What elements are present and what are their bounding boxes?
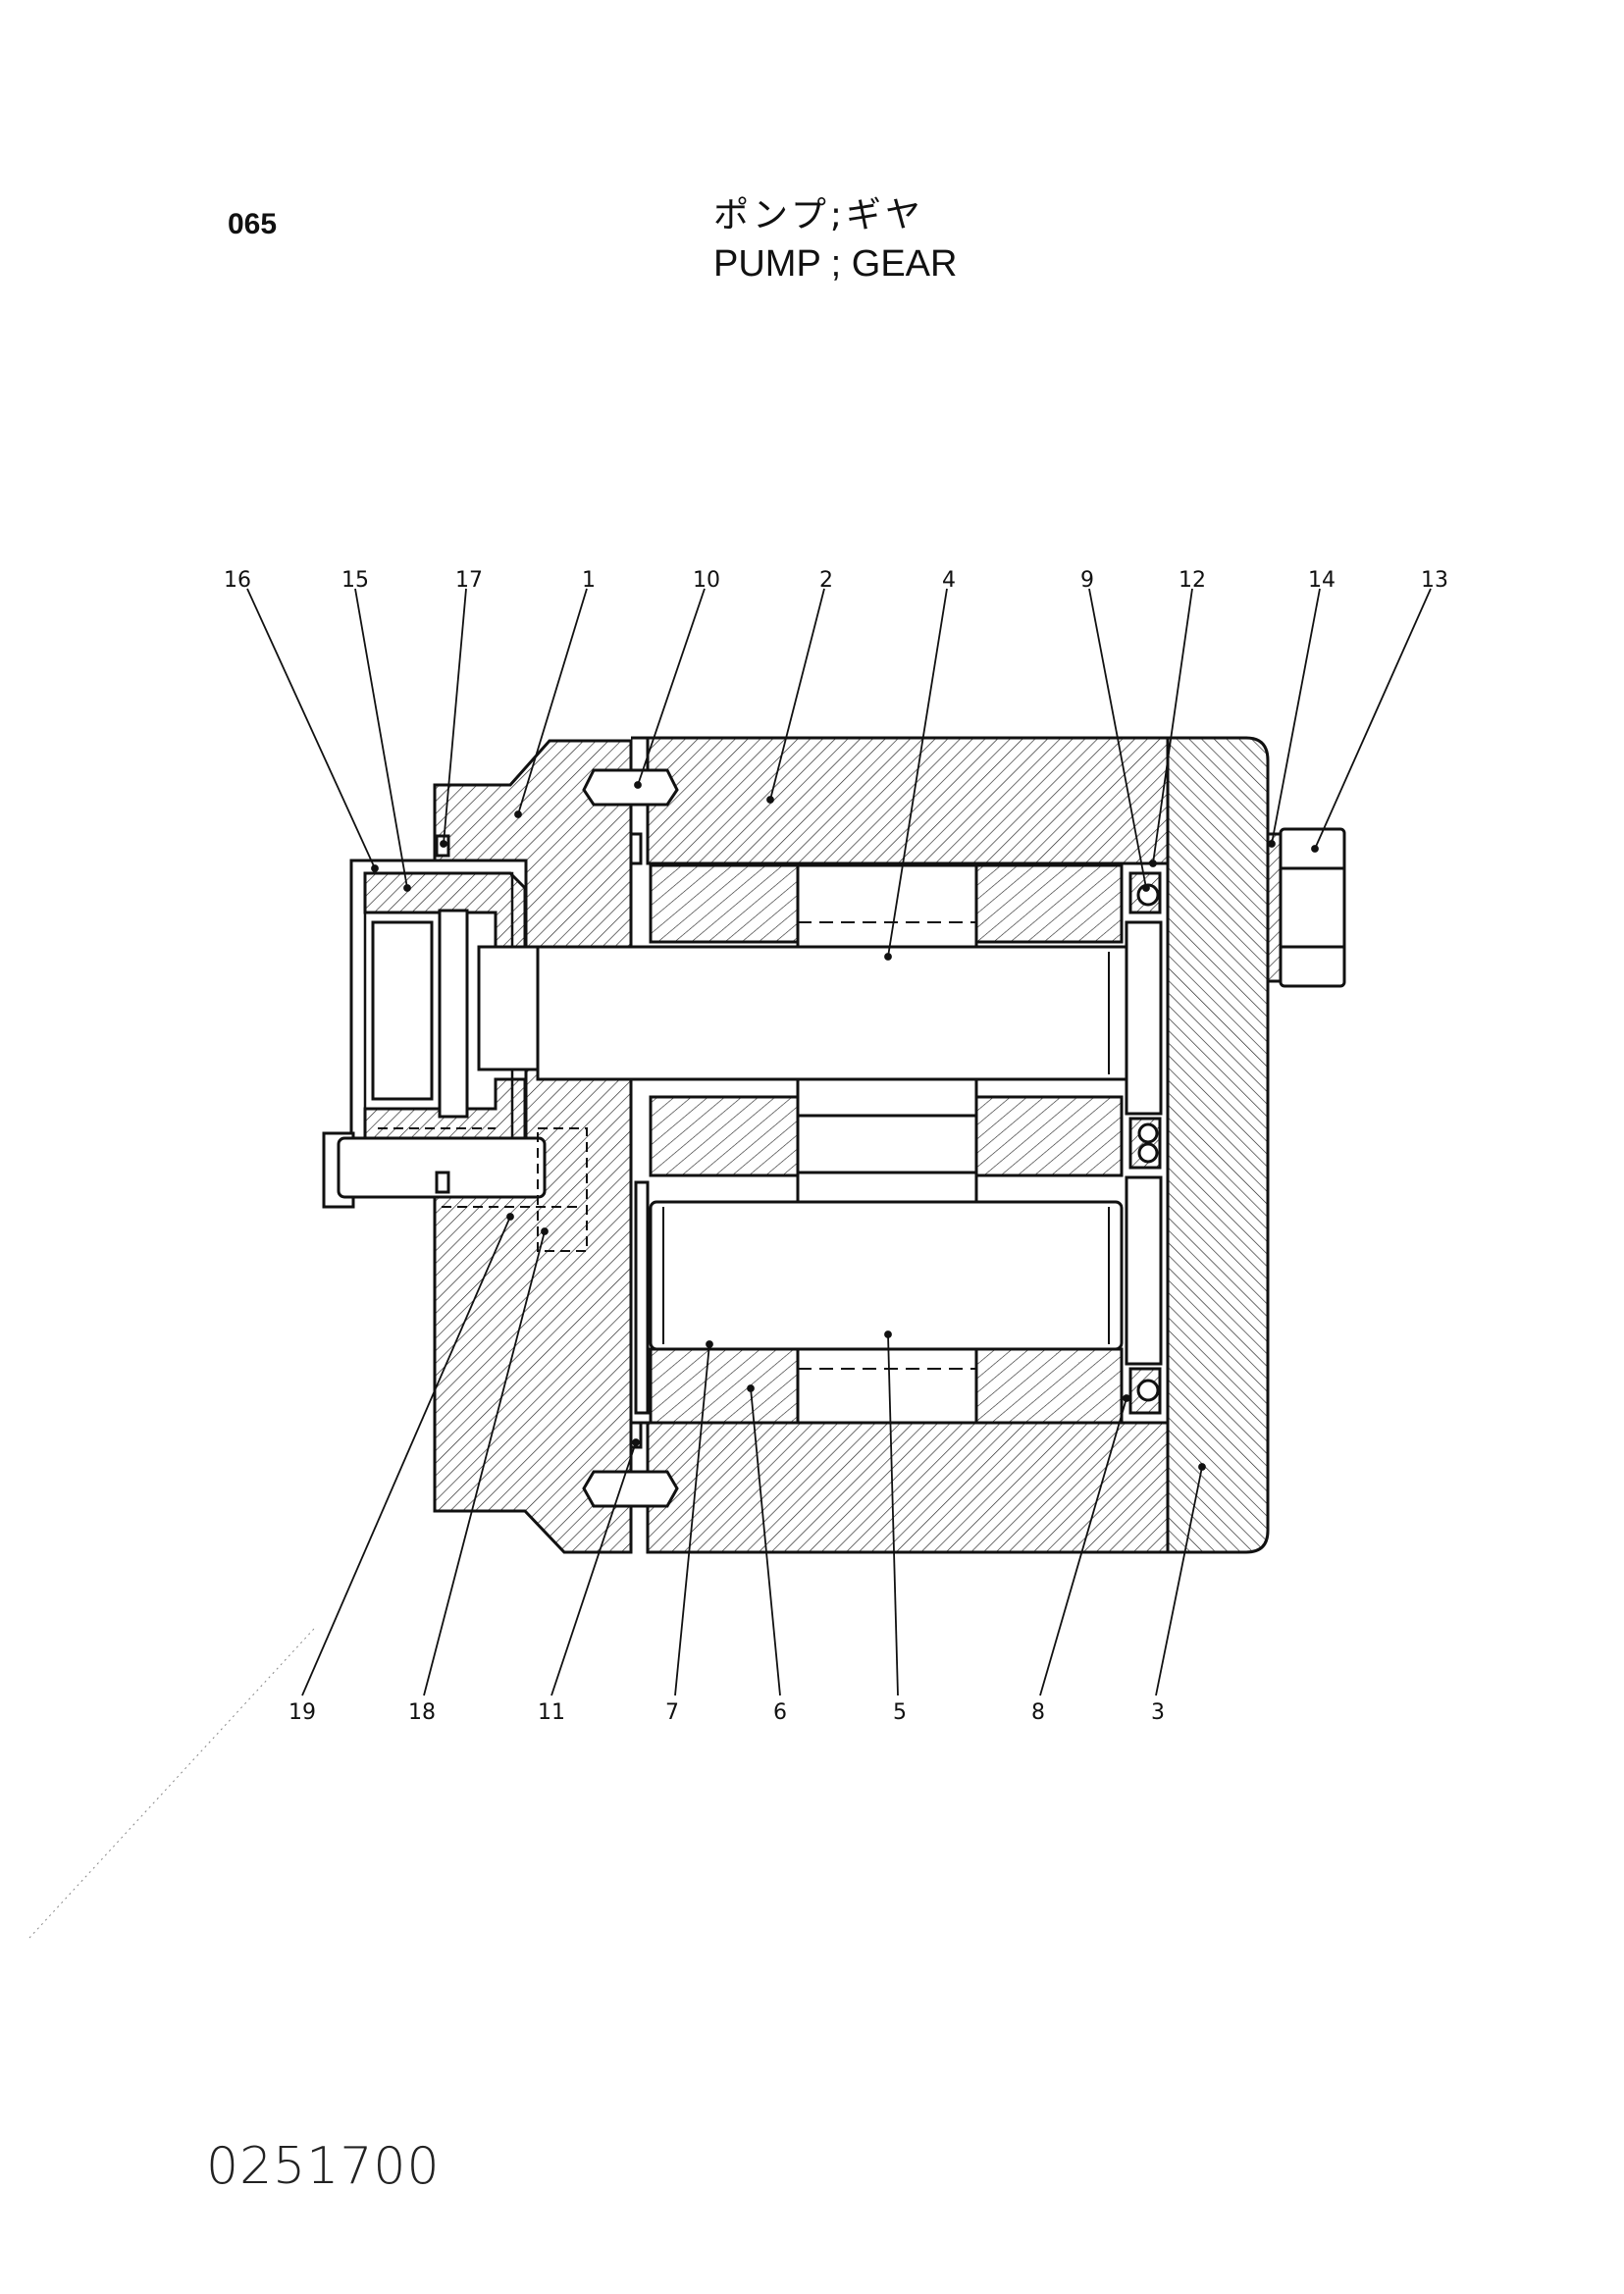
callout-16: 16 — [224, 568, 251, 593]
bushing-lower-left — [649, 1347, 800, 1425]
callout-10: 10 — [693, 568, 720, 593]
callout-7: 7 — [665, 1700, 679, 1725]
callout-14: 14 — [1308, 568, 1336, 593]
callout-19: 19 — [288, 1700, 316, 1725]
dowel-pin-part-10-upper — [582, 768, 679, 807]
title-english: PUMP ; GEAR — [713, 243, 958, 285]
callout-15: 15 — [341, 568, 369, 593]
side-plate-right-lower — [1125, 1175, 1163, 1366]
driven-shaft — [649, 1200, 1124, 1351]
callout-9: 9 — [1080, 568, 1094, 593]
side-plate-left — [634, 1180, 650, 1415]
side-plate-right-upper — [1125, 920, 1163, 1116]
callout-12: 12 — [1179, 568, 1206, 593]
callout-4: 4 — [942, 568, 956, 593]
callout-6: 6 — [773, 1700, 787, 1725]
callout-labels-bottom: 19 18 11 7 6 5 8 3 — [288, 1700, 1165, 1725]
snap-ring — [438, 909, 469, 1119]
drive-shaft — [536, 945, 1128, 1081]
callout-13: 13 — [1421, 568, 1448, 593]
callout-11: 11 — [538, 1700, 565, 1725]
rear-cover-part-3 — [1166, 736, 1270, 1554]
bushing-mid-right — [974, 1095, 1124, 1177]
bushing-mid-left — [649, 1095, 800, 1177]
page-number: 065 — [228, 208, 278, 240]
plug-part-13 — [1279, 827, 1346, 988]
callout-2: 2 — [819, 568, 833, 593]
document-code: 0251700 — [206, 2137, 441, 2196]
callout-5: 5 — [893, 1700, 907, 1725]
bushing-upper-right — [974, 863, 1124, 944]
dowel-pin-lower — [582, 1470, 679, 1508]
o-ring-part-8 — [1136, 1379, 1160, 1402]
callout-18: 18 — [408, 1700, 436, 1725]
seal-washer-part-14 — [1266, 832, 1283, 983]
title-japanese: ポンプ;ギヤ — [713, 195, 925, 235]
callout-1: 1 — [582, 568, 596, 593]
bushing-lower-right — [974, 1347, 1124, 1425]
callout-3: 3 — [1151, 1700, 1165, 1725]
bushing-upper-left — [649, 863, 800, 944]
body-part-2-top — [631, 736, 1170, 865]
callout-8: 8 — [1031, 1700, 1045, 1725]
callout-17: 17 — [455, 568, 483, 593]
callout-labels-top: 16 15 17 1 10 2 4 9 12 14 13 — [224, 568, 1448, 593]
